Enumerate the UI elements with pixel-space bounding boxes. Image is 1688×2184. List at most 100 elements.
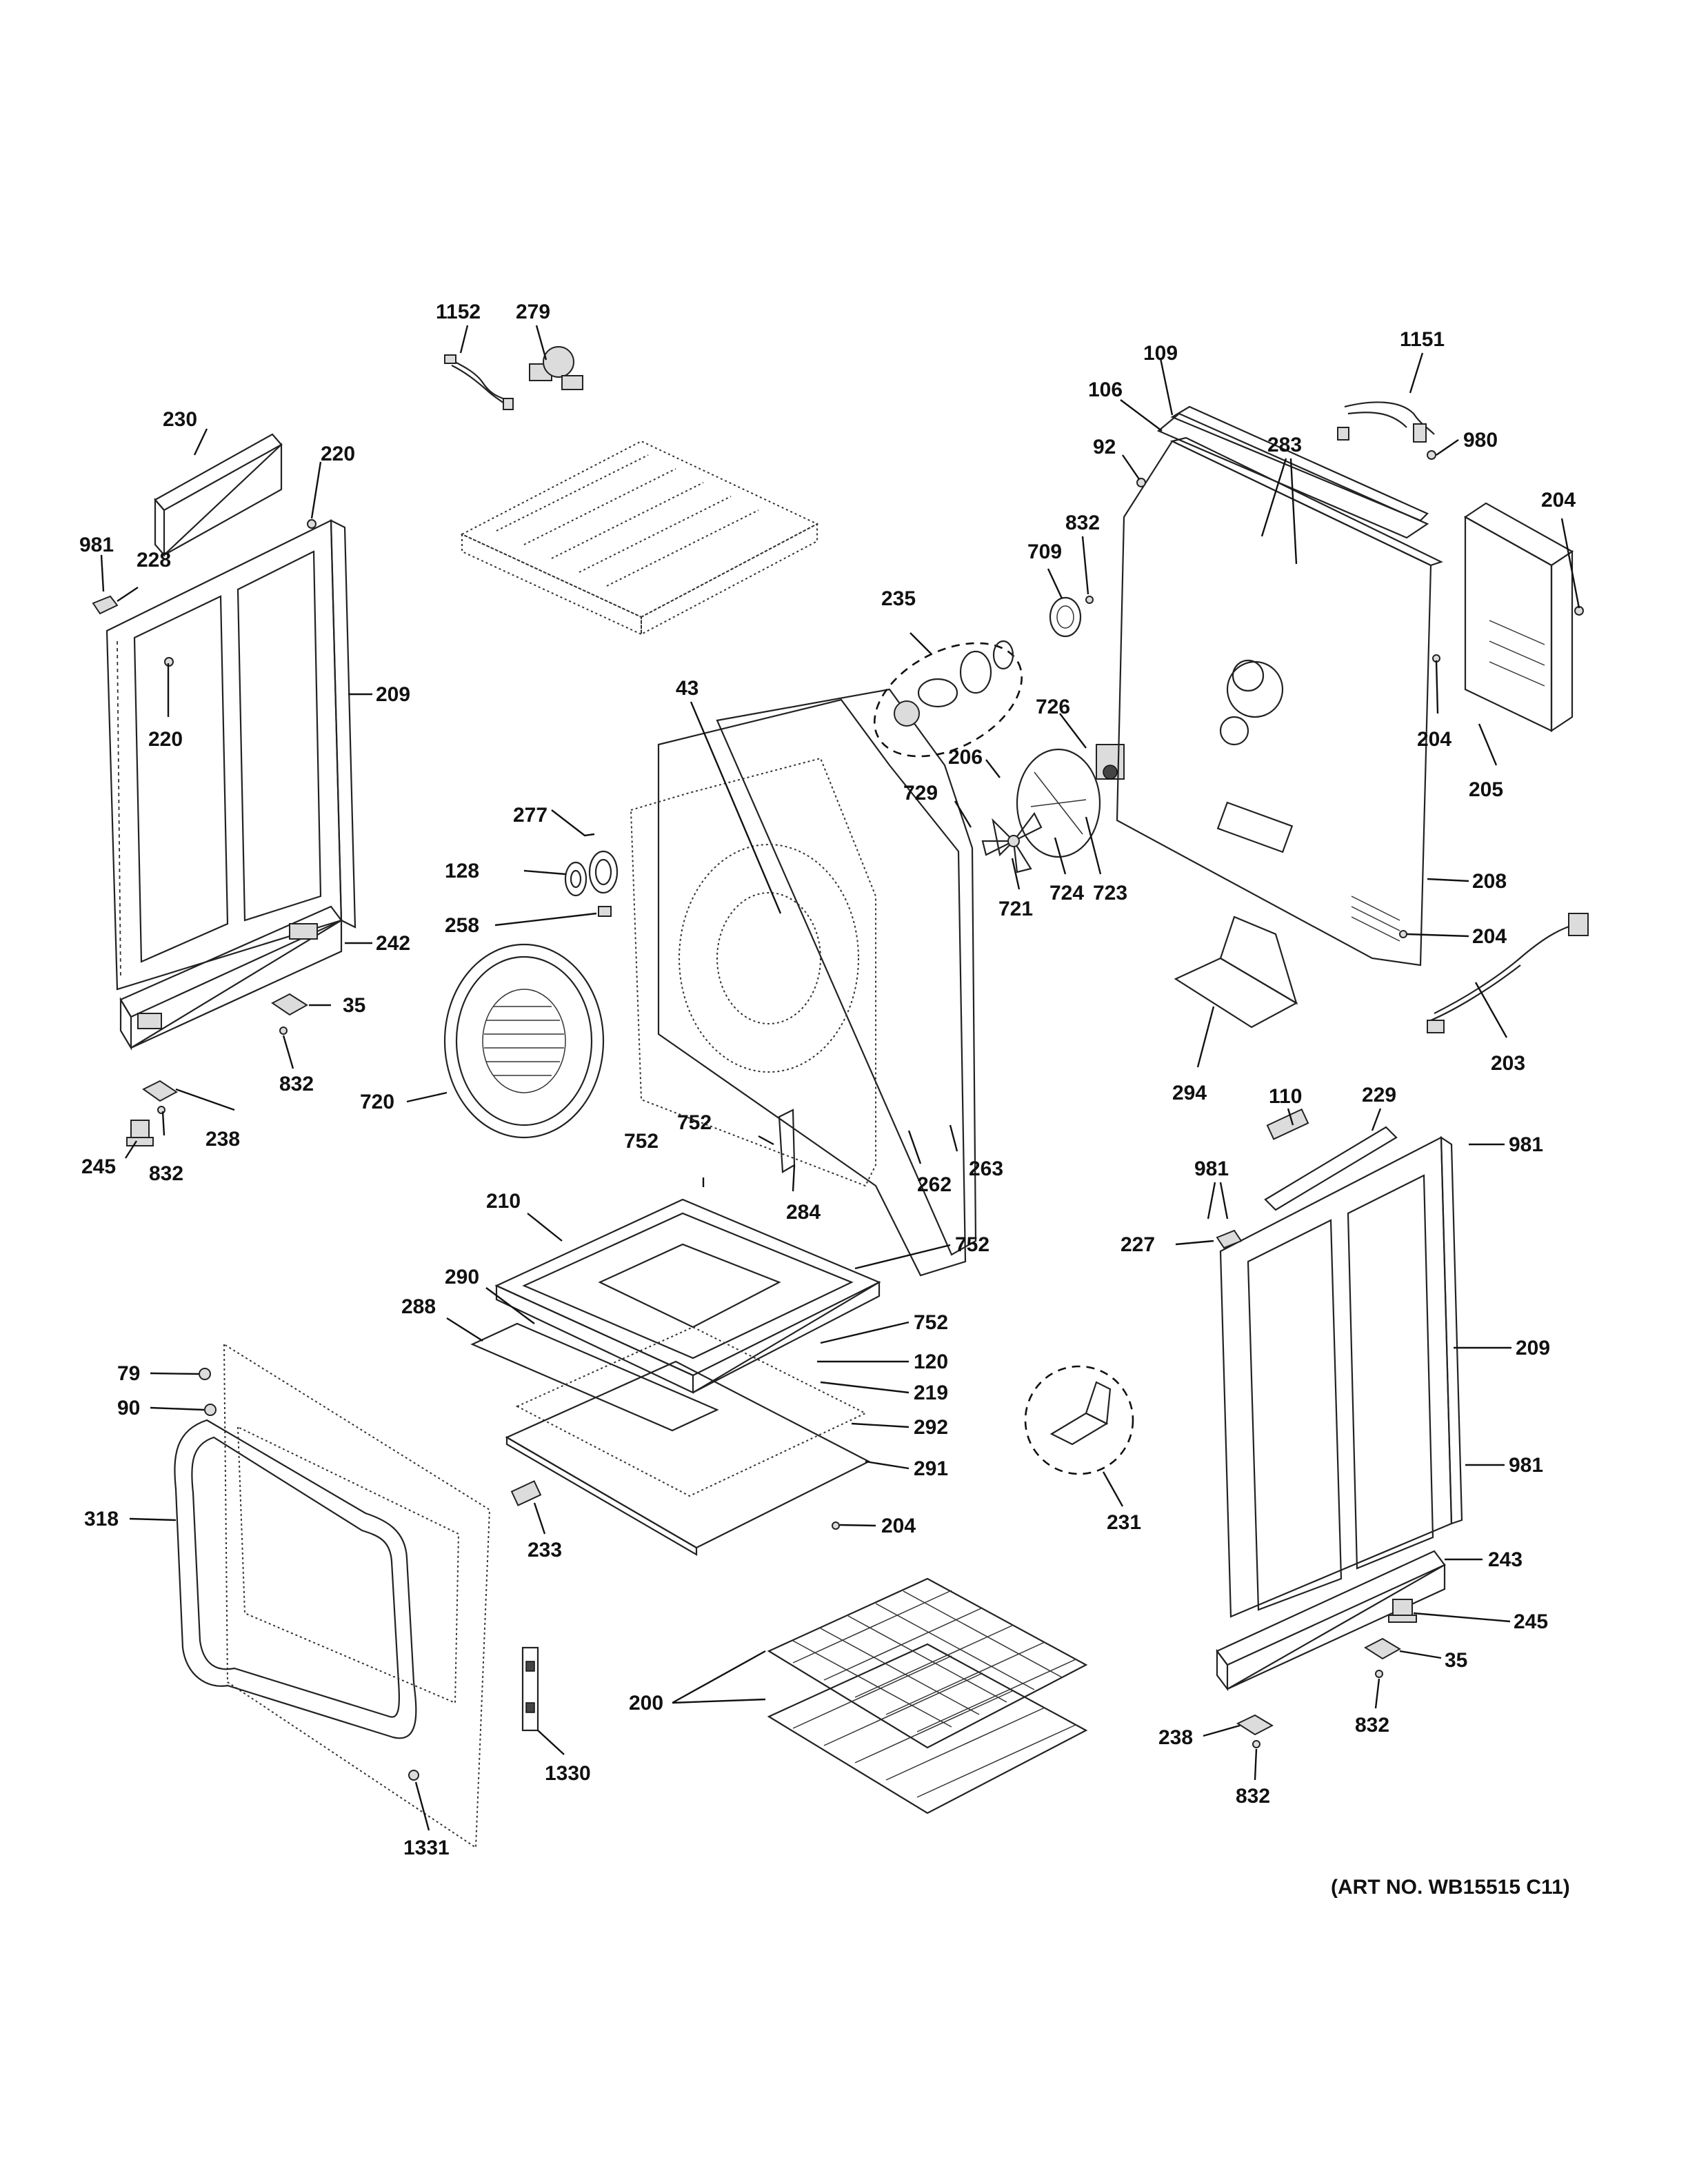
callout-294: 294 <box>1172 1082 1207 1104</box>
back-panel-208-part <box>1116 436 1443 967</box>
callout-204: 204 <box>1417 728 1451 751</box>
callout-981: 981 <box>1509 1133 1543 1156</box>
callout-832: 832 <box>1065 512 1100 534</box>
convection-fan-part <box>981 744 1125 873</box>
callout-204: 204 <box>1472 925 1507 948</box>
callout-832: 832 <box>149 1162 183 1185</box>
switch-279-part <box>529 346 583 390</box>
callout-318: 318 <box>84 1508 119 1530</box>
callout-43: 43 <box>676 677 699 700</box>
callout-709: 709 <box>1027 540 1062 563</box>
cover-box-205-part <box>1463 502 1574 733</box>
feet-right-part <box>1236 1599 1417 1736</box>
callout-1331: 1331 <box>403 1837 450 1859</box>
wire-harness-1151-part <box>1337 401 1435 443</box>
pad-238a-part <box>142 1080 178 1102</box>
bracket-228-part <box>92 595 119 615</box>
callout-110: 110 <box>1269 1085 1302 1108</box>
callout-220: 220 <box>148 728 183 751</box>
callout-1152: 1152 <box>436 301 481 323</box>
callout-263: 263 <box>969 1157 1003 1180</box>
clip-258-part <box>598 906 612 917</box>
callout-209: 209 <box>376 683 410 706</box>
callout-109: 109 <box>1143 342 1178 365</box>
callout-200: 200 <box>629 1692 663 1715</box>
callout-1330: 1330 <box>545 1762 591 1785</box>
hinge-233-part <box>510 1480 542 1506</box>
hinge-1330-part <box>521 1646 539 1732</box>
wire-harness-1152-part <box>444 354 514 410</box>
callout-258: 258 <box>445 914 479 937</box>
callout-277: 277 <box>513 804 547 827</box>
callout-752: 752 <box>624 1130 659 1153</box>
leg-245a-part <box>126 1120 154 1146</box>
callout-283: 283 <box>1267 434 1302 456</box>
callout-245: 245 <box>81 1155 116 1178</box>
callout-1151: 1151 <box>1400 328 1445 351</box>
callout-726: 726 <box>1036 696 1070 718</box>
callout-106: 106 <box>1088 378 1123 401</box>
callout-832: 832 <box>279 1073 314 1095</box>
callout-230: 230 <box>163 408 197 431</box>
callout-729: 729 <box>903 782 938 805</box>
callout-227: 227 <box>1121 1233 1155 1256</box>
detail-231-part <box>1024 1365 1134 1475</box>
light-assembly-235-part <box>873 640 1023 758</box>
callout-209: 209 <box>1516 1337 1550 1359</box>
oven-racks-200-part <box>767 1577 1088 1814</box>
oven-bottom-assembly-part <box>470 1198 881 1556</box>
vent-trim-230-part <box>154 433 283 557</box>
callout-204: 204 <box>1541 489 1576 512</box>
callout-203: 203 <box>1491 1052 1525 1075</box>
callout-220: 220 <box>321 443 355 465</box>
leader-lines <box>100 325 1580 1831</box>
clip-227-part <box>1216 1229 1243 1249</box>
callout-238: 238 <box>1158 1726 1193 1749</box>
callout-290: 290 <box>445 1266 479 1288</box>
callout-752: 752 <box>955 1233 989 1256</box>
oven-back-insulation-part <box>630 688 977 1277</box>
bracket-229-110-part <box>1264 1108 1398 1211</box>
side-panel-right-209-part <box>1219 1135 1463 1618</box>
screw-1331-part <box>408 1770 419 1781</box>
callout-79: 79 <box>117 1362 140 1385</box>
bracket-294-part <box>1174 916 1298 1029</box>
callout-752: 752 <box>677 1111 712 1134</box>
callout-262: 262 <box>917 1173 952 1196</box>
callout-128: 128 <box>445 860 479 882</box>
base-frame-243-part <box>1216 1550 1446 1692</box>
callout-208: 208 <box>1472 870 1507 893</box>
callout-288: 288 <box>401 1295 436 1318</box>
callout-292: 292 <box>914 1416 948 1439</box>
small-parts-79-90-part <box>199 1368 217 1416</box>
channels-106-109-part <box>1156 405 1429 539</box>
leveler-35a-part <box>271 993 308 1016</box>
callout-832: 832 <box>1355 1714 1389 1737</box>
ring-709-part <box>1049 596 1082 638</box>
callout-90: 90 <box>117 1397 140 1419</box>
callout-210: 210 <box>486 1190 521 1213</box>
callout-231: 231 <box>1107 1511 1141 1534</box>
callout-291: 291 <box>914 1457 948 1480</box>
callout-721: 721 <box>998 898 1033 920</box>
door-frame-318-part <box>174 1343 491 1849</box>
art-number: (ART NO. WB15515 C11) <box>1331 1876 1570 1899</box>
callout-723: 723 <box>1093 882 1127 904</box>
callout-980: 980 <box>1463 429 1498 452</box>
callout-752: 752 <box>914 1311 948 1334</box>
callout-284: 284 <box>786 1201 821 1224</box>
callout-279: 279 <box>516 301 550 323</box>
callout-724: 724 <box>1049 882 1084 904</box>
callout-120: 120 <box>914 1351 948 1373</box>
callout-242: 242 <box>376 932 410 955</box>
callout-35: 35 <box>343 994 365 1017</box>
gasket-277-128-part <box>564 850 619 897</box>
callout-labels: 1152 279 230 220 981 228 220 209 242 35 … <box>79 301 1576 1899</box>
callout-204: 204 <box>881 1515 916 1537</box>
callout-233: 233 <box>528 1539 562 1561</box>
callout-206: 206 <box>948 746 983 769</box>
callout-245: 245 <box>1514 1610 1548 1633</box>
power-cord-203-part <box>1427 913 1589 1033</box>
callout-720: 720 <box>360 1091 394 1113</box>
callout-981: 981 <box>1194 1157 1229 1180</box>
